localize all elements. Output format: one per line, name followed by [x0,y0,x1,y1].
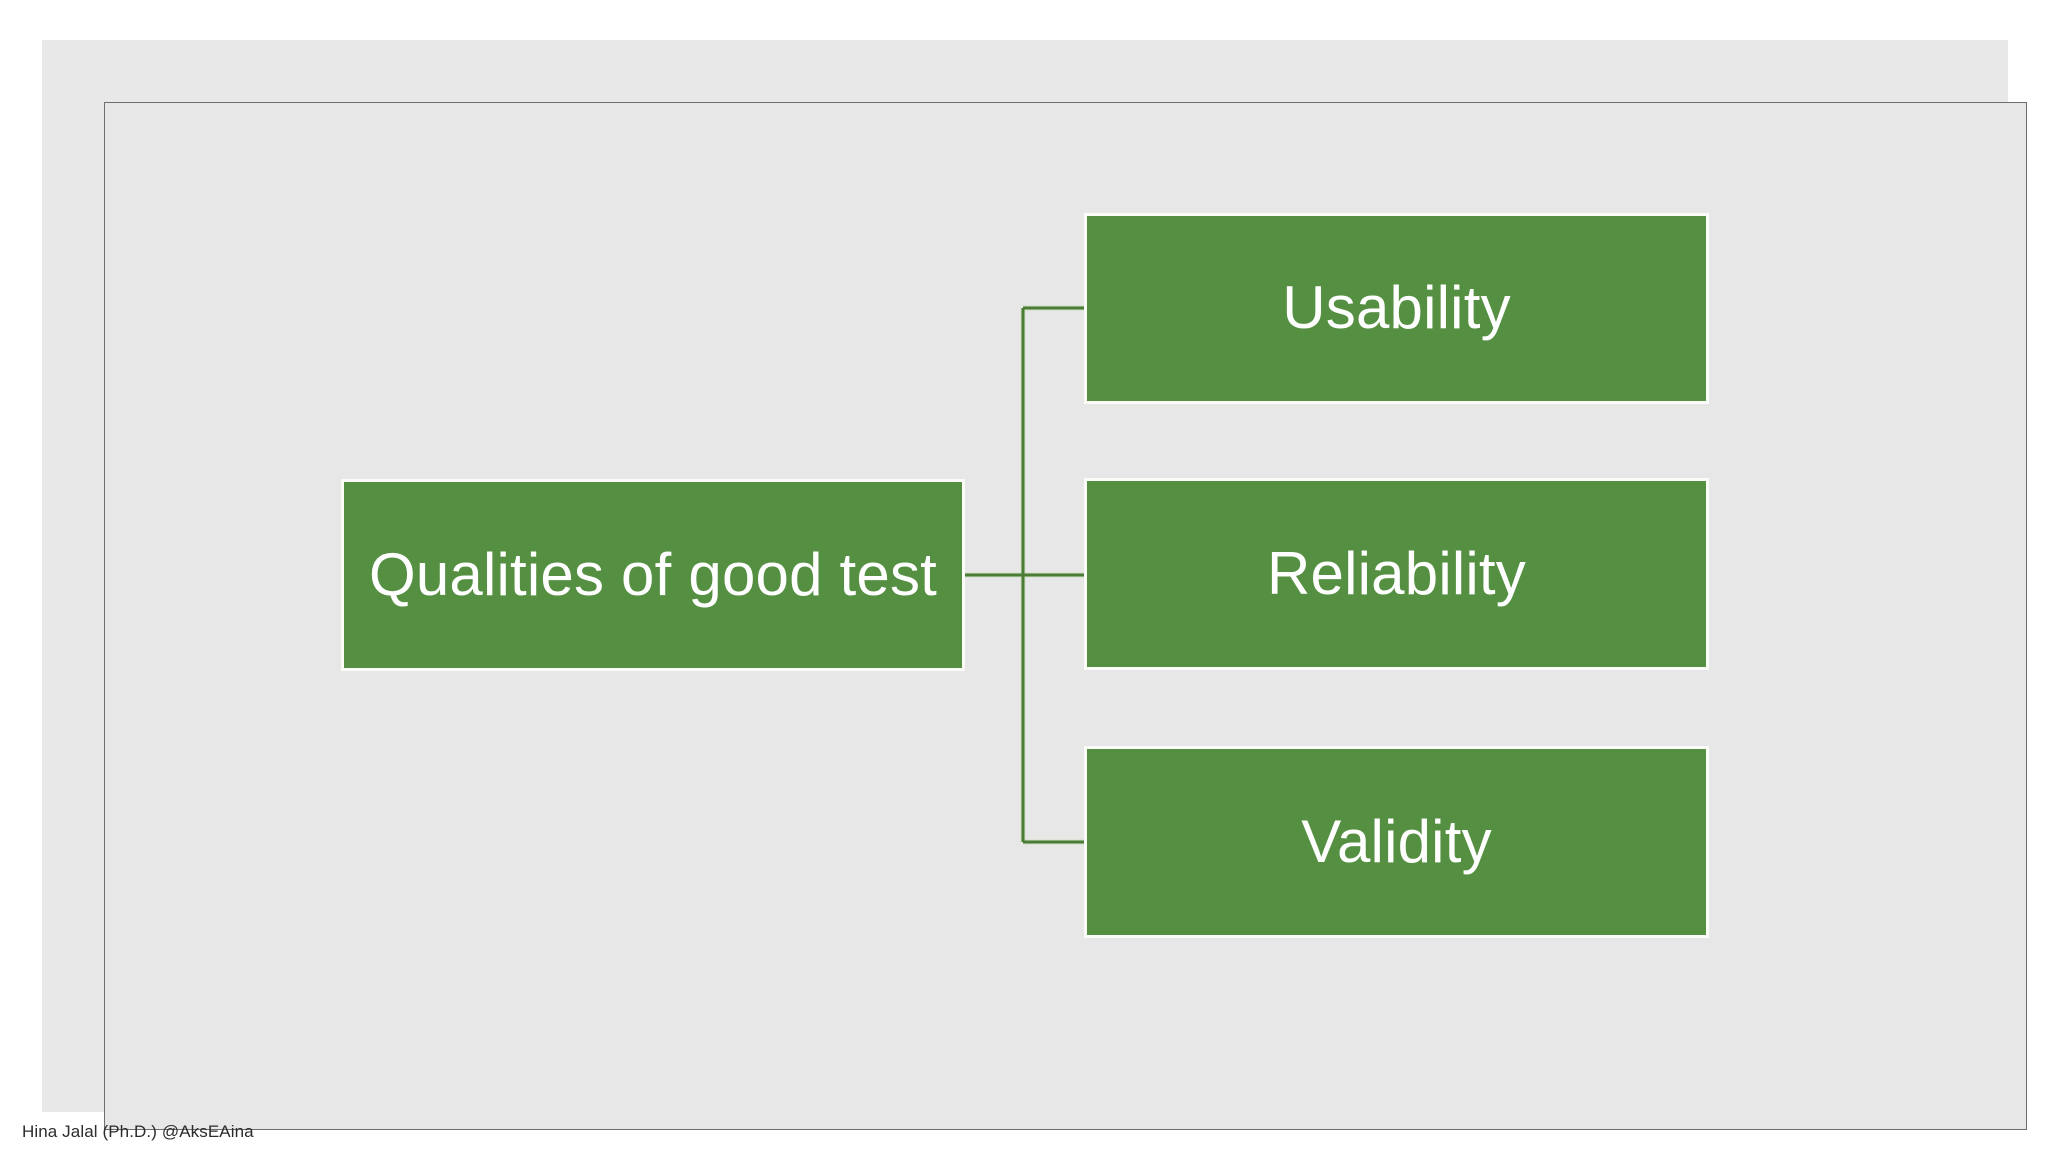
diagram-node-reliability-label: Reliability [1267,539,1526,607]
diagram-node-reliability[interactable]: Reliability [1087,481,1706,667]
diagram-node-root-label: Qualities of good test [368,540,938,608]
diagram-node-usability[interactable]: Usability [1087,216,1706,401]
footer-credit: Hina Jalal (Ph.D.) @AksEAina [22,1122,254,1141]
diagram-node-validity[interactable]: Validity [1087,749,1706,935]
diagram-node-root[interactable]: Qualities of good test [344,482,962,668]
diagram-node-usability-label: Usability [1282,274,1511,342]
diagram-node-validity-label: Validity [1301,807,1492,875]
